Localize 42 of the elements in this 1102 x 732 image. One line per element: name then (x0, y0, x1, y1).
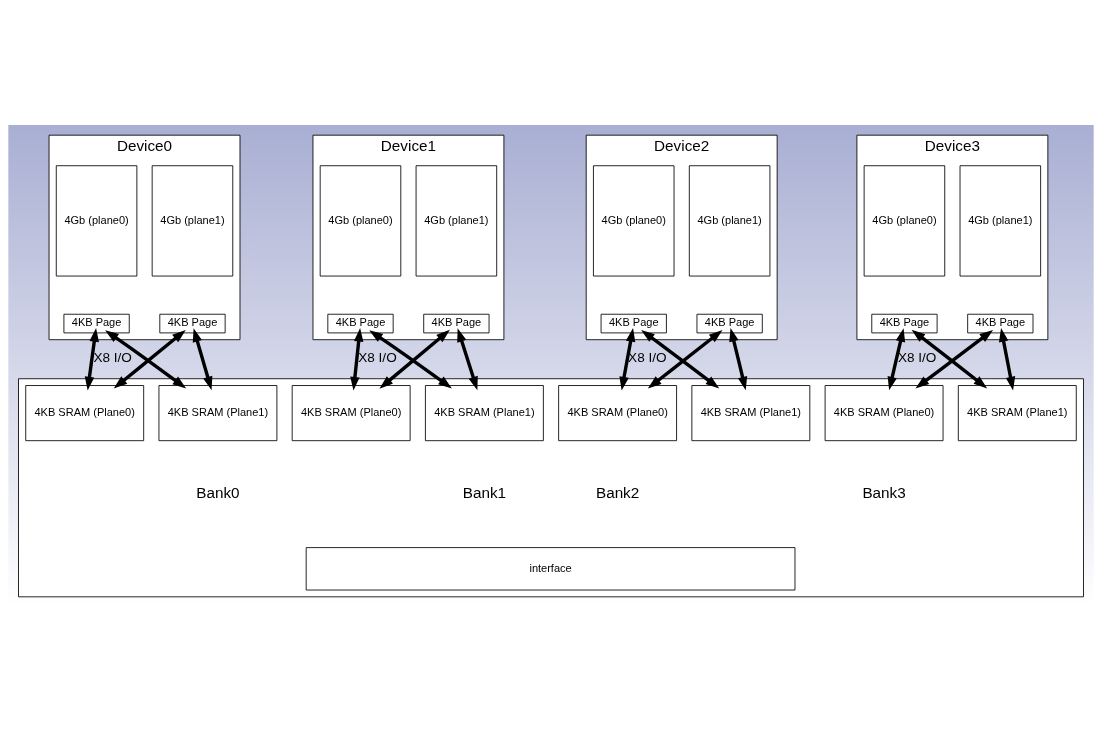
arrow (619, 328, 636, 391)
node-box: 4KB Page (600, 313, 667, 334)
label: Bank3 (862, 483, 906, 501)
node-box: 4Gb (plane0) (55, 165, 138, 277)
node-box: 4Gb (plane1) (688, 165, 771, 277)
edge-label: X8 I/O (358, 350, 397, 366)
node-box: 4KB SRAM (Plane1) (957, 385, 1077, 442)
node-box: 4KB Page (967, 313, 1034, 334)
edge-label: X8 I/O (897, 350, 937, 366)
node-box: 4KB SRAM (Plane1) (691, 385, 811, 442)
arrow (729, 328, 748, 391)
node-box: 4KB SRAM (Plane1) (425, 385, 544, 442)
node-box: 4KB SRAM (Plane0) (25, 385, 145, 442)
node-box: 4KB SRAM (Plane1) (158, 385, 278, 442)
node-box: 4Gb (plane0) (593, 165, 675, 277)
label: Bank0 (196, 483, 240, 501)
node-box: 4KB SRAM (Plane0) (824, 385, 944, 442)
arrow (369, 330, 452, 389)
label: Bank1 (462, 483, 507, 501)
node-box: 4KB Page (159, 313, 226, 334)
node-box: 4KB Page (327, 313, 394, 334)
node-box: interface (305, 547, 796, 591)
node-box: 4Gb (plane0) (863, 165, 946, 277)
arrow (350, 328, 364, 391)
node-box: 4Gb (plane0) (319, 165, 402, 277)
node-box: 4KB Page (63, 313, 130, 334)
arrow (192, 328, 213, 391)
node-box: 4KB SRAM (Plane0) (291, 385, 411, 442)
arrow (379, 329, 450, 389)
node-box: 4KB Page (696, 313, 763, 334)
node-box: 4Gb (plane1) (151, 165, 234, 277)
label: Bank2 (595, 483, 640, 501)
node-box: 4KB Page (871, 313, 938, 334)
node-box: 4Gb (plane1) (959, 165, 1042, 277)
arrow (84, 328, 99, 391)
arrow (457, 328, 478, 391)
node-box: 4KB Page (423, 313, 490, 334)
arrow (998, 328, 1016, 391)
edge-label: X8 I/O (93, 350, 132, 366)
arrow (887, 328, 906, 391)
node-box: 4KB SRAM (Plane0) (558, 385, 677, 442)
node-box: 4Gb (plane1) (415, 165, 498, 277)
